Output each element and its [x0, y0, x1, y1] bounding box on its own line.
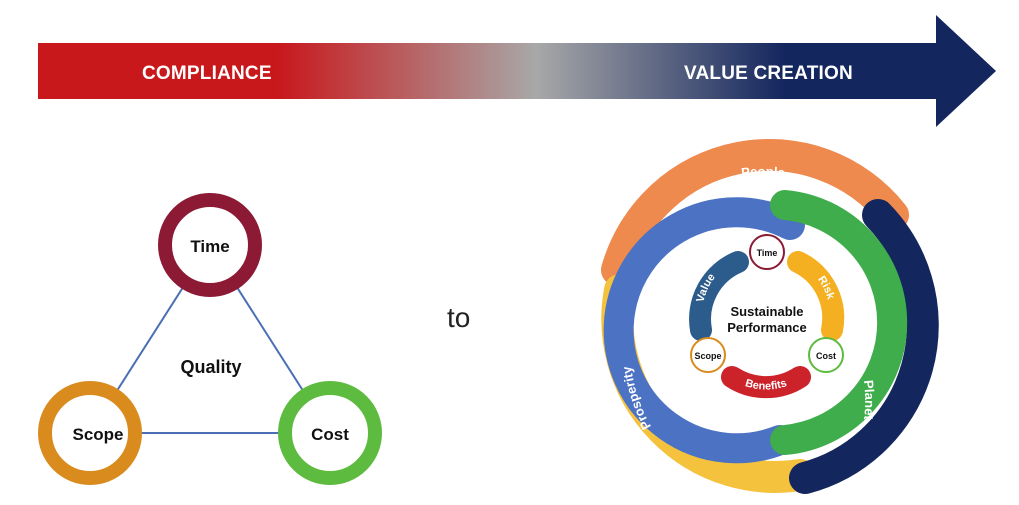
ring-label-product: Product: [858, 298, 876, 352]
ring-label-planet: Planet: [861, 379, 877, 421]
inner-arc-benefits: [721, 366, 811, 399]
inner-arc-risk: [787, 251, 845, 341]
triangle-node-cost: Cost: [278, 381, 382, 485]
triangle-node-scope: Scope: [38, 381, 142, 485]
ring-segment-process: [603, 197, 805, 464]
svg-text:Time: Time: [757, 248, 778, 258]
inner-circle-time: Time: [749, 234, 785, 270]
ring-segment-product: [770, 190, 908, 455]
ring-label-process: Process: [652, 298, 670, 353]
inner-arc-value: [689, 251, 749, 341]
ring-segment-planet: [789, 199, 939, 494]
triangle-node-time: Time: [158, 193, 262, 297]
ring-label-people: People: [740, 164, 785, 180]
wheel-middle-ring: [603, 190, 908, 464]
triangle-center-label: Quality: [180, 357, 241, 377]
wheel-center-title-line1: Sustainable: [731, 304, 804, 319]
inner-circle-cost: Cost: [808, 337, 844, 373]
wheel-center-title-line2: Performance: [727, 320, 806, 335]
inner-label-benefits: Benefits: [744, 377, 788, 392]
arrow-label-value-creation: VALUE CREATION: [684, 63, 853, 84]
connector-text: to: [447, 302, 471, 333]
node-label-time: Time: [190, 237, 229, 256]
svg-text:Scope: Scope: [694, 351, 721, 361]
node-label-cost: Cost: [311, 425, 349, 444]
progress-arrow: [38, 15, 996, 127]
ring-segment-people: [601, 138, 909, 286]
inner-circle-scope: Scope: [690, 337, 726, 373]
arrow-label-compliance: COMPLIANCE: [142, 63, 272, 84]
node-label-scope: Scope: [72, 425, 123, 444]
svg-text:Cost: Cost: [816, 351, 836, 361]
